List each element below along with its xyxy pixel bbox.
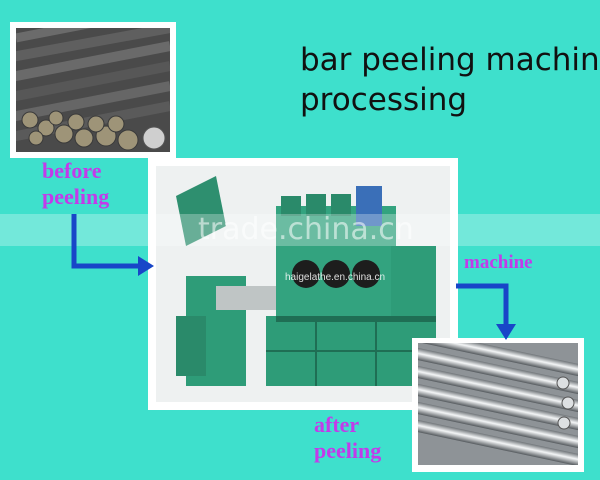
bar-peeling-machine-photo [156,166,450,402]
peeled-bars-photo [418,343,578,465]
before-label-line-2: peeling [42,184,110,209]
before-label-line-1: before [42,158,102,183]
page-title: bar peeling machine processing [300,40,600,120]
before-peeling-label: before peeling [42,158,109,210]
raw-bars-photo [16,28,170,152]
before-photo-frame [10,22,176,158]
watermark-band [0,214,600,246]
watermark-text: trade.china.cn [198,212,414,247]
before-to-machine-arrow-icon [71,214,154,276]
machine-to-after-arrow-icon [456,283,516,340]
watermark-small-text: haigelathe.en.china.cn [285,272,386,283]
after-peeling-label: after peeling [314,412,381,464]
machine-label: machine [464,252,533,273]
title-line-2: processing [300,82,468,118]
after-photo-frame [412,338,584,472]
after-label-line-2: peeling [314,438,382,463]
title-line-1: bar peeling machine [300,42,600,78]
after-label-line-1: after [314,412,360,437]
machine-photo-frame [148,158,458,410]
